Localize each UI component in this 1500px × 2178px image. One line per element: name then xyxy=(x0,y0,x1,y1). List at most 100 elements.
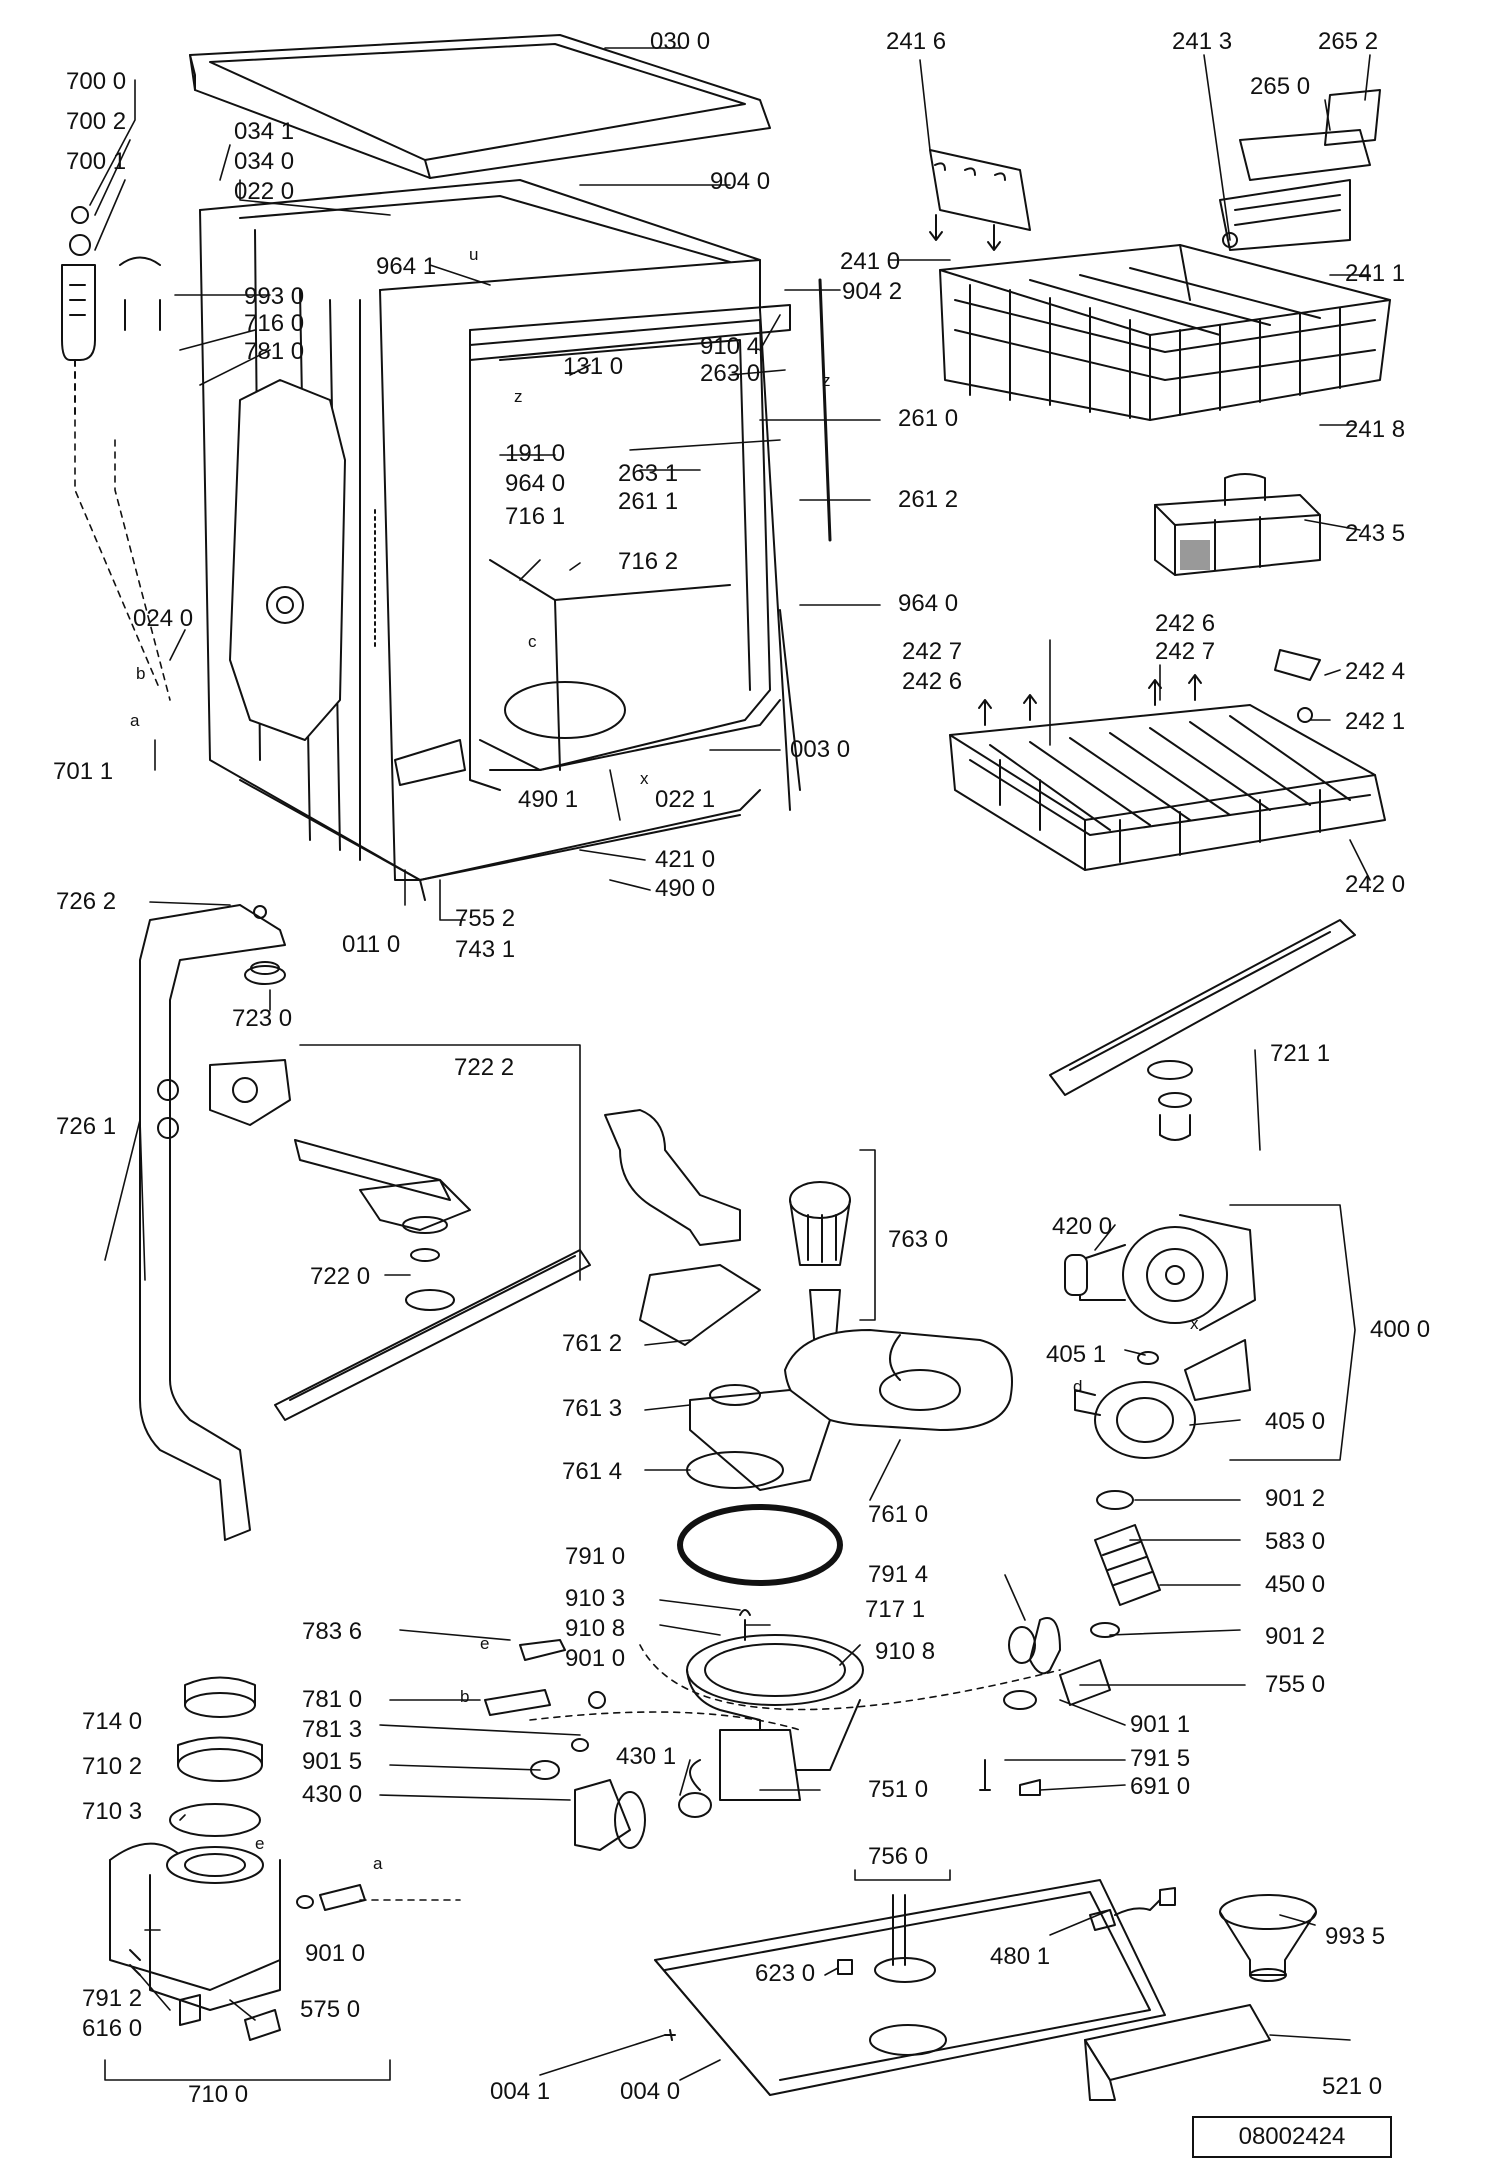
part-label: 420 0 xyxy=(1052,1213,1113,1240)
part-label: 242 1 xyxy=(1345,708,1406,735)
connection-marker: z xyxy=(822,371,831,390)
part-label: 241 6 xyxy=(886,28,947,55)
part-label: 910 8 xyxy=(565,1615,626,1642)
connection-marker: x xyxy=(640,769,649,788)
sump-assembly xyxy=(639,1264,1013,1491)
part-label: 901 2 xyxy=(1265,1485,1326,1512)
part-label: 024 0 xyxy=(133,605,194,632)
upper-basket xyxy=(929,89,1391,421)
part-label: 716 1 xyxy=(505,503,566,530)
upper-spray-arm xyxy=(1049,919,1356,1141)
part-label: 910 4 xyxy=(700,333,761,360)
part-label: 781 0 xyxy=(244,338,305,365)
cutlery-basket xyxy=(1154,473,1321,576)
part-label: 723 0 xyxy=(232,1005,293,1032)
connection-marker: e xyxy=(255,1834,265,1853)
part-label: 791 2 xyxy=(82,1985,143,2012)
part-label: 756 0 xyxy=(868,1843,929,1870)
part-label: 761 3 xyxy=(562,1395,623,1422)
part-label: 743 1 xyxy=(455,936,516,963)
part-label: 710 0 xyxy=(188,2081,249,2108)
part-label: 726 2 xyxy=(56,888,117,915)
connection-marker: a xyxy=(373,1854,383,1873)
part-label: 964 0 xyxy=(898,590,959,617)
part-label: 901 0 xyxy=(565,1645,626,1672)
part-label: 993 0 xyxy=(244,283,305,310)
part-label: 521 0 xyxy=(1322,2073,1383,2100)
worktop-lid xyxy=(189,34,771,179)
part-label: 131 0 xyxy=(563,353,624,380)
part-label: 700 1 xyxy=(66,148,127,175)
part-label: 242 0 xyxy=(1345,871,1406,898)
part-label: 616 0 xyxy=(82,2015,143,2042)
part-label: 242 4 xyxy=(1345,658,1406,685)
part-label: 003 0 xyxy=(790,736,851,763)
connection-marker: a xyxy=(130,711,140,730)
part-label: 241 1 xyxy=(1345,260,1406,287)
part-label: 022 0 xyxy=(234,178,295,205)
part-label: 405 0 xyxy=(1265,1408,1326,1435)
part-label: 716 0 xyxy=(244,310,305,337)
part-label: 421 0 xyxy=(655,846,716,873)
lower-basket xyxy=(949,649,1386,871)
circulation-pump xyxy=(1064,1214,1256,1459)
part-label: 761 0 xyxy=(868,1501,929,1528)
part-label: 700 0 xyxy=(66,68,127,95)
part-label: 781 0 xyxy=(302,1686,363,1713)
part-label: 430 0 xyxy=(302,1781,363,1808)
part-label: 261 1 xyxy=(618,488,679,515)
part-label: 242 6 xyxy=(1155,610,1216,637)
part-label: 430 1 xyxy=(616,1743,677,1770)
part-label: 716 2 xyxy=(618,548,679,575)
water-conduit xyxy=(139,904,286,1541)
part-label: 751 0 xyxy=(868,1776,929,1803)
cabinet-body xyxy=(199,179,832,901)
part-label: 623 0 xyxy=(755,1960,816,1987)
part-label: 022 1 xyxy=(655,786,716,813)
part-label: 700 2 xyxy=(66,108,127,135)
drain-pipe xyxy=(604,1109,851,1351)
part-label: 400 0 xyxy=(1370,1316,1431,1343)
connection-marker: x xyxy=(1190,1314,1199,1333)
part-label: 791 0 xyxy=(565,1543,626,1570)
connection-marker: b xyxy=(460,1687,470,1706)
part-label: 583 0 xyxy=(1265,1528,1326,1555)
part-label: 691 0 xyxy=(1130,1773,1191,1800)
part-label: 490 1 xyxy=(518,786,579,813)
part-label: 901 1 xyxy=(1130,1711,1191,1738)
part-label: 901 2 xyxy=(1265,1623,1326,1650)
part-label: 490 0 xyxy=(655,875,716,902)
connection-marker: d xyxy=(1073,1377,1083,1396)
part-label: 710 3 xyxy=(82,1798,143,1825)
part-label: 904 0 xyxy=(710,168,771,195)
part-label: 405 1 xyxy=(1046,1341,1107,1368)
part-label: 004 0 xyxy=(620,2078,681,2105)
heater-element xyxy=(979,1490,1161,1796)
part-label: 243 5 xyxy=(1345,520,1406,547)
part-label: 964 1 xyxy=(376,253,437,280)
part-label: 993 5 xyxy=(1325,1923,1386,1950)
part-label: 011 0 xyxy=(342,931,401,958)
connection-marker: c xyxy=(528,632,537,651)
part-label: 034 0 xyxy=(234,148,295,175)
part-label: 030 0 xyxy=(650,28,711,55)
part-label: 910 3 xyxy=(565,1585,626,1612)
part-label: 004 1 xyxy=(490,2078,551,2105)
seal-ring xyxy=(677,1504,843,1586)
part-label: 763 0 xyxy=(888,1226,949,1253)
part-label: 261 0 xyxy=(898,405,959,432)
part-label: 761 2 xyxy=(562,1330,623,1357)
part-label: 964 0 xyxy=(505,470,566,497)
part-label: 575 0 xyxy=(300,1996,361,2023)
part-label: 755 2 xyxy=(455,905,516,932)
part-label: 034 1 xyxy=(234,118,295,145)
part-label: 241 3 xyxy=(1172,28,1233,55)
part-label: 242 7 xyxy=(1155,638,1216,665)
part-label: 263 0 xyxy=(700,360,761,387)
part-label: 783 6 xyxy=(302,1618,363,1645)
part-label: 242 6 xyxy=(902,668,963,695)
part-label: 791 4 xyxy=(868,1561,929,1588)
part-label: 265 2 xyxy=(1318,28,1379,55)
part-label: 701 1 xyxy=(53,758,114,785)
